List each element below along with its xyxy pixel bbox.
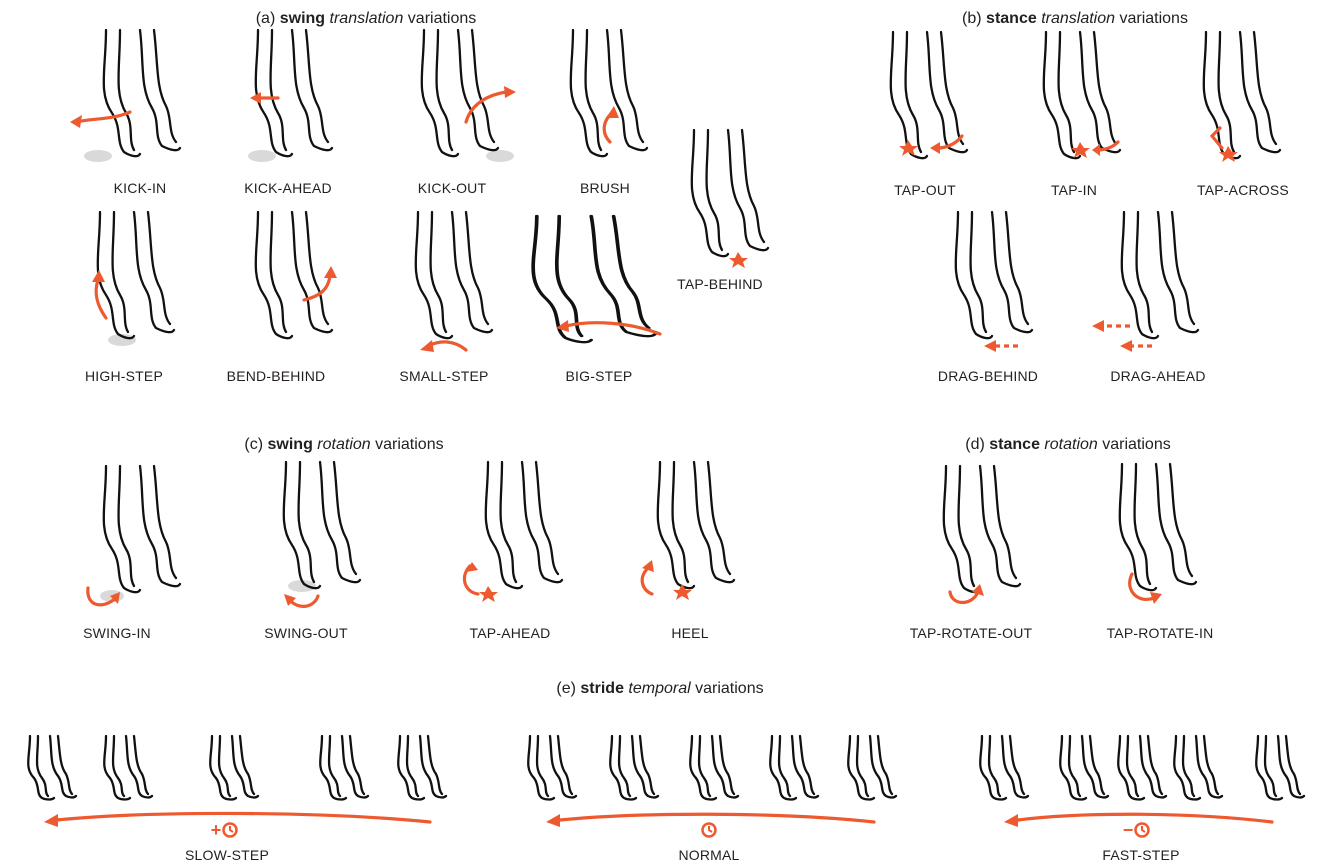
clock-icon: [703, 824, 716, 837]
section-a-title: (a) swing translation variations: [256, 10, 477, 27]
clock-icon: [1136, 824, 1149, 837]
label-bend-behind: BEND-BEHIND: [227, 368, 326, 384]
label-kick-in: KICK-IN: [114, 180, 167, 196]
label-tap-in: TAP-IN: [1051, 182, 1097, 198]
label-drag-ahead: DRAG-AHEAD: [1110, 368, 1205, 384]
fig-drag-ahead: DRAG-AHEAD: [1084, 212, 1212, 384]
fig-tap-rotate-out: TAP-ROTATE-OUT: [906, 466, 1034, 641]
fig-swing-in: SWING-IN: [64, 466, 192, 641]
label-fast-step: FAST-STEP: [1102, 847, 1179, 863]
fig-bend-behind: BEND-BEHIND: [214, 212, 342, 384]
fig-brush: BRUSH: [534, 30, 662, 196]
label-small-step: SMALL-STEP: [399, 368, 488, 384]
label-tap-behind: TAP-BEHIND: [677, 276, 763, 292]
label-drag-behind: DRAG-BEHIND: [938, 368, 1038, 384]
fig-kick-ahead: KICK-AHEAD: [219, 30, 347, 196]
label-swing-out: SWING-OUT: [264, 625, 348, 641]
label-swing-in: SWING-IN: [83, 625, 151, 641]
fig-tap-in: TAP-IN: [1004, 32, 1132, 198]
label-tap-out: TAP-OUT: [894, 182, 956, 198]
label-tap-rotate-out: TAP-ROTATE-OUT: [910, 625, 1033, 641]
label-heel: HEEL: [671, 625, 708, 641]
label-tap-ahead: TAP-AHEAD: [470, 625, 551, 641]
fig-high-step: HIGH-STEP: [59, 212, 187, 384]
fig-tap-out: TAP-OUT: [854, 32, 982, 198]
label-kick-ahead: KICK-AHEAD: [244, 180, 332, 196]
fig-kick-out: KICK-OUT: [394, 30, 522, 196]
fig-heel: HEEL: [624, 462, 752, 641]
fig-small-step: SMALL-STEP: [374, 212, 502, 384]
fig-slow-step: + SLOW-STEP: [10, 736, 451, 863]
fig-tap-rotate-in: TAP-ROTATE-IN: [1082, 464, 1213, 641]
label-kick-out: KICK-OUT: [418, 180, 487, 196]
label-tap-rotate-in: TAP-ROTATE-IN: [1107, 625, 1214, 641]
clock-icon: [224, 824, 237, 837]
fig-swing-out: SWING-OUT: [244, 462, 372, 641]
slow-plus-sign: +: [211, 820, 222, 840]
fig-tap-ahead: TAP-AHEAD: [449, 462, 577, 641]
section-b-title: (b) stance translation variations: [962, 10, 1188, 27]
fast-minus-sign: −: [1123, 820, 1134, 840]
fig-big-step: BIG-STEP: [533, 216, 662, 384]
label-high-step: HIGH-STEP: [85, 368, 163, 384]
fig-kick-in: KICK-IN: [64, 30, 192, 196]
section-c-title: (c) swing rotation variations: [244, 436, 443, 453]
fig-tap-across: TAP-ACROSS: [1166, 32, 1294, 198]
fig-fast-step: − FAST-STEP: [965, 736, 1311, 863]
label-big-step: BIG-STEP: [566, 368, 633, 384]
label-slow-step: SLOW-STEP: [185, 847, 269, 863]
section-d-title: (d) stance rotation variations: [965, 436, 1170, 453]
section-e-title: (e) stride temporal variations: [556, 680, 763, 697]
fig-tap-behind: TAP-BEHIND: [654, 130, 782, 292]
label-tap-across: TAP-ACROSS: [1197, 182, 1289, 198]
fig-drag-behind: DRAG-BEHIND: [919, 212, 1047, 384]
fig-normal: NORMAL: [513, 736, 901, 863]
label-brush: BRUSH: [580, 180, 630, 196]
label-normal: NORMAL: [678, 847, 739, 863]
